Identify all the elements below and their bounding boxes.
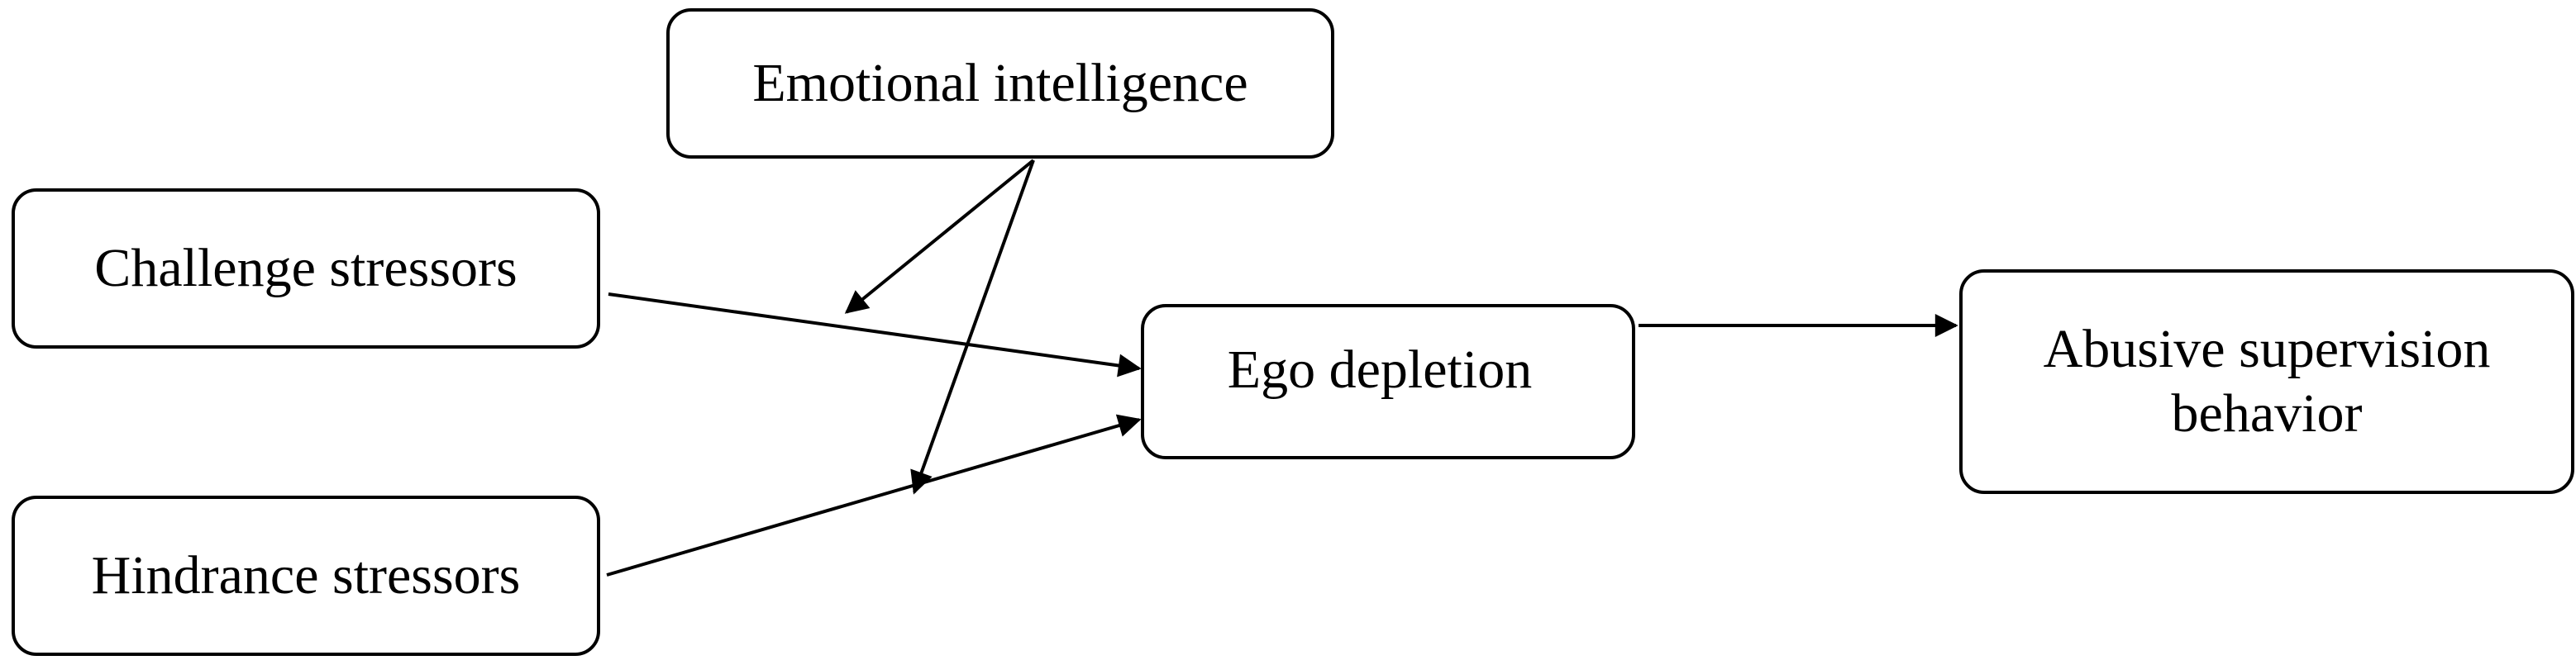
node-ego-depletion: Ego depletion [1141,304,1635,459]
node-emotional-intelligence: Emotional intelligence [666,8,1334,159]
node-challenge-stressors-label: Challenge stressors [94,238,518,299]
node-abusive-supervision-behavior: Abusive supervision behavior [1959,269,2574,494]
arrow-hindrance-to-ego [606,414,1142,577]
node-challenge-stressors: Challenge stressors [12,188,600,349]
node-abusive-supervision-behavior-label: Abusive supervision behavior [2043,319,2491,444]
node-hindrance-stressors: Hindrance stressors [12,496,600,656]
arrow-emotional-moderates-challenge [844,159,1035,314]
arrow-emotional-moderates-hindrance [910,159,1035,495]
node-emotional-intelligence-label: Emotional intelligence [752,53,1248,114]
node-hindrance-stressors-label: Hindrance stressors [91,545,521,606]
node-ego-depletion-label: Ego depletion [1227,340,1533,401]
arrow-challenge-to-ego [608,292,1142,378]
